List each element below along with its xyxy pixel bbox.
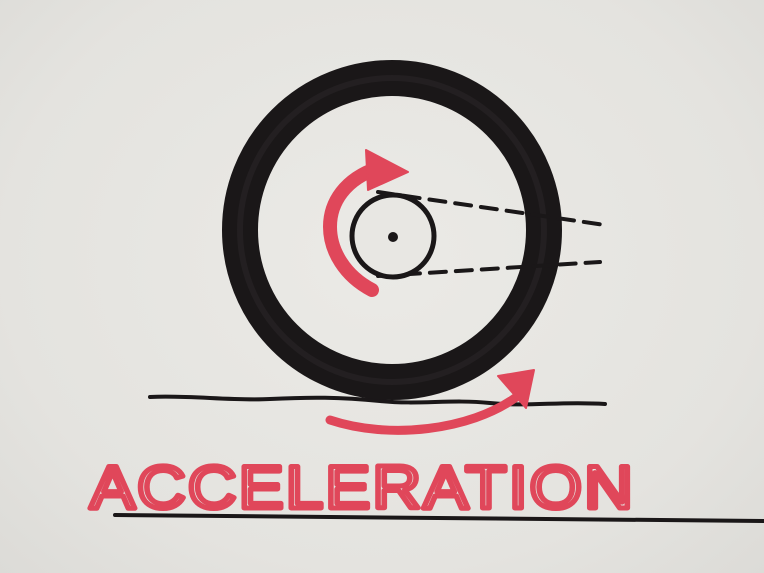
caption-text: ACCELERATION [90,454,635,521]
ground-arrow-icon [325,369,535,435]
rotation-arrow-icon [323,149,409,297]
hub-icon [349,192,437,280]
dashed-lines [376,190,607,278]
caption-underline [113,513,764,523]
tire-icon [222,60,562,400]
